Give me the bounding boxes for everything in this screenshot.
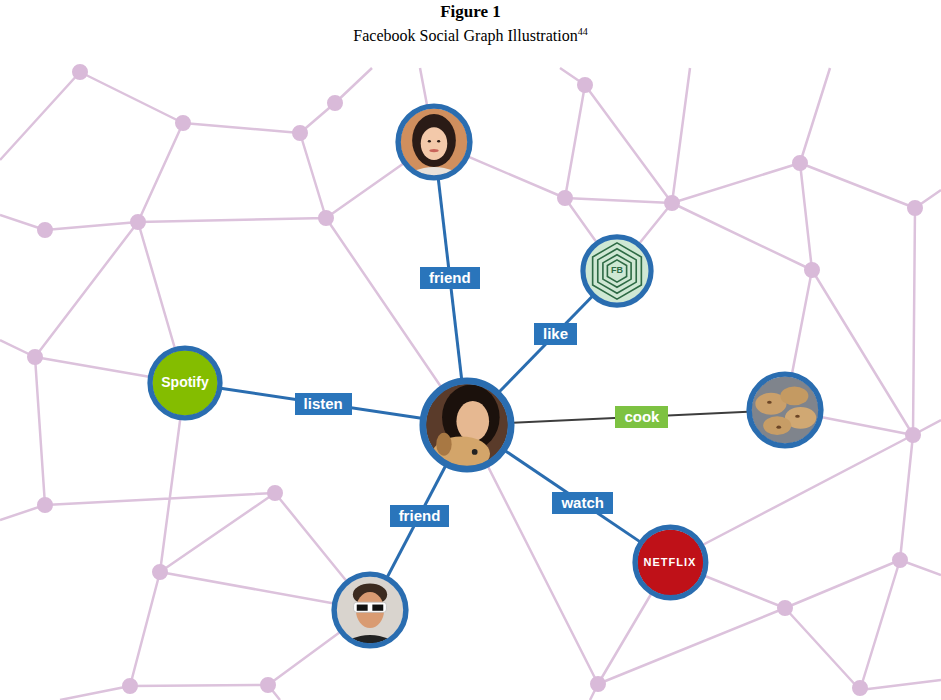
node-picture <box>147 345 223 421</box>
footnote-number: 44 <box>578 26 588 37</box>
graph-node <box>419 377 515 473</box>
eye <box>428 140 431 142</box>
hexagon <box>607 260 626 282</box>
edge-label: friend <box>390 505 450 527</box>
eye <box>437 140 440 142</box>
graph-node: FB <box>580 234 654 308</box>
hexagon <box>598 249 636 293</box>
connector-line <box>505 451 640 542</box>
graph-node <box>331 571 409 649</box>
node-picture <box>395 103 473 192</box>
node-ring <box>334 574 406 646</box>
node-ring <box>583 237 651 305</box>
node-picture <box>331 571 409 660</box>
node-ring <box>398 106 470 178</box>
edge-label: listen <box>295 393 352 415</box>
node-ring <box>423 381 511 469</box>
lens <box>357 605 368 611</box>
node-circle <box>419 377 515 473</box>
figure-title: Figure 1 <box>0 2 941 22</box>
node-label: FB <box>611 266 623 276</box>
logo-ground <box>580 234 654 308</box>
chip <box>795 415 800 418</box>
face <box>456 401 489 441</box>
node-circle <box>746 371 824 449</box>
mouth <box>429 149 438 152</box>
node-picture <box>419 377 515 473</box>
node-circle <box>331 571 409 649</box>
node-label: NETFLIX <box>644 556 697 568</box>
node-circle <box>395 103 473 181</box>
edge-label: friend <box>420 267 480 289</box>
figure-caption: Facebook Social Graph Illustration <box>353 27 577 44</box>
node-picture <box>632 524 709 601</box>
node-picture <box>580 234 654 308</box>
node-picture <box>746 371 824 449</box>
node-ring <box>150 348 220 418</box>
graph-node: Spotify <box>147 345 223 421</box>
edge-label: watch <box>552 492 613 514</box>
caption-line: Facebook Social Graph Illustration44 <box>0 22 941 46</box>
network-dots <box>27 64 923 696</box>
edge-label: like <box>534 323 577 345</box>
dog-nose <box>472 449 478 455</box>
hair <box>412 114 456 167</box>
connector-line <box>221 388 422 418</box>
node-ring <box>749 374 821 446</box>
face <box>421 127 448 160</box>
hexagon <box>603 255 631 288</box>
graph-node <box>746 371 824 449</box>
photo-ground <box>419 377 515 473</box>
edge-label: cook <box>615 406 668 428</box>
cookie <box>780 387 808 406</box>
node-ring <box>635 527 706 598</box>
chip <box>767 401 772 404</box>
logo-ground <box>147 345 223 421</box>
sunglasses <box>354 602 387 612</box>
photo-ground <box>746 371 824 449</box>
hexagon <box>593 243 642 299</box>
chip <box>776 426 781 429</box>
cookie <box>763 416 791 435</box>
graph-node <box>395 103 473 181</box>
graph-node: NETFLIX <box>632 524 709 601</box>
logo-ground <box>632 524 709 601</box>
connector-line <box>499 296 592 392</box>
dog-ear <box>436 433 451 456</box>
lens <box>372 605 383 611</box>
node-label: Spotify <box>161 375 208 390</box>
figure-heading: Figure 1Facebook Social Graph Illustrati… <box>0 2 941 46</box>
